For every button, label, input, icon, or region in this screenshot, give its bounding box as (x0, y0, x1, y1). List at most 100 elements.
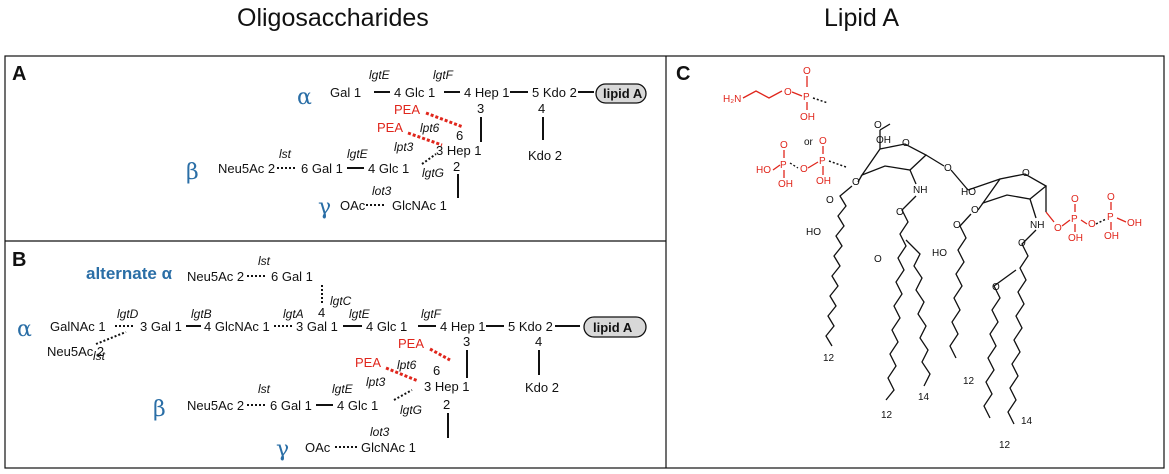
chem-o: O (944, 163, 952, 174)
lipid-a-badge (595, 83, 647, 104)
gene-lgtF-b: lgtF (421, 307, 442, 321)
chem-oh: OH (778, 179, 793, 190)
chem-o: O (803, 66, 811, 77)
chem-o: O (1018, 238, 1026, 249)
chem-o: O (1054, 223, 1062, 234)
chain-length-12d: 12 (999, 440, 1011, 451)
chem-o: O (992, 282, 1000, 293)
chem-h2n: H₂N (723, 94, 741, 105)
lipid-a-badge-b (583, 316, 647, 338)
gene-lst-b: lst (258, 382, 271, 396)
pos-2-b: 2 (443, 397, 450, 412)
node-neu5ac-left: Neu5Ac 2 (47, 344, 104, 359)
node-oac: OAc (340, 198, 366, 213)
pos-2: 2 (453, 159, 460, 174)
header-oligosaccharides: Oligosaccharides (237, 4, 429, 32)
pea-bond (425, 111, 464, 129)
chain-length-14a: 14 (918, 392, 930, 403)
bond (1080, 219, 1088, 225)
bond (828, 160, 847, 168)
chem-p: P (780, 160, 787, 171)
sugar-ring-1 (860, 143, 928, 177)
chem-o: O (784, 87, 792, 98)
chem-o: O (874, 120, 882, 131)
node-neu5ac-b: Neu5Ac 2 (187, 398, 244, 413)
chem-p: P (1071, 214, 1078, 225)
panel-a-diagram: α Gal 1 lgtE 4 Glc 1 lgtF 4 Hep 1 5 Kdo … (186, 68, 647, 220)
pos-6-b: 6 (433, 363, 440, 378)
node-gal3b: 3 Gal 1 (296, 319, 338, 334)
pea-label-b1: PEA (398, 336, 424, 351)
chem-oh: OH (816, 176, 831, 187)
pos-4: 4 (538, 101, 545, 116)
node-gal6: 6 Gal 1 (301, 161, 343, 176)
gene-lot3: lot3 (372, 184, 392, 198)
beta-label-b: β (153, 397, 166, 422)
chem-o: O (1107, 192, 1115, 203)
node-hep-mid: 3 Hep 1 (436, 143, 482, 158)
gene-lpt6-b: lpt6 (397, 358, 417, 372)
acyl-chain-6 (983, 269, 1017, 419)
node-hep4: 4 Hep 1 (440, 319, 486, 334)
panel-label-a: A (12, 63, 26, 85)
pea-chain (742, 90, 783, 99)
chain-length-12c: 12 (963, 376, 975, 387)
chem-o: O (902, 138, 910, 149)
gene-lgtA: lgtA (283, 307, 304, 321)
bond (977, 202, 984, 211)
pea-bond (429, 347, 451, 362)
node-hep: 4 Hep 1 (464, 85, 510, 100)
pea-label-b2: PEA (355, 355, 381, 370)
bond (857, 174, 863, 183)
chem-ho: HO (932, 248, 947, 259)
chem-o: O (896, 207, 904, 218)
pea-bond (407, 131, 443, 147)
chem-ho: HO (806, 227, 821, 238)
chain-length-14b: 14 (1021, 416, 1033, 427)
bond (950, 169, 969, 191)
bond (393, 389, 413, 401)
node-neu5ac-top: Neu5Ac 2 (187, 269, 244, 284)
gamma-label: γ (318, 195, 331, 220)
gene-lst-top: lst (258, 254, 271, 268)
chem-o: O (800, 164, 808, 175)
chem-nh: NH (1030, 220, 1044, 231)
bond (772, 164, 781, 171)
chem-oh: OH (1104, 231, 1119, 242)
pos-4-b: 4 (535, 334, 542, 349)
node-glc: 4 Glc 1 (394, 85, 435, 100)
acyl-chain-3 (905, 239, 931, 387)
lipid-a-label-b: lipid A (593, 320, 633, 335)
gene-lgtE-2b: lgtE (332, 382, 354, 396)
chem-ho: HO (961, 187, 976, 198)
gene-lgtF: lgtF (433, 68, 454, 82)
bond (421, 153, 437, 165)
chem-p: P (819, 156, 826, 167)
panel-label-b: B (12, 249, 26, 271)
outer-frame (4, 55, 1165, 469)
chain-length-12b: 12 (881, 410, 893, 421)
bond (812, 97, 829, 104)
gene-lgtG: lgtG (422, 166, 444, 180)
gene-lgtB: lgtB (191, 307, 212, 321)
header-lipid-a: Lipid A (824, 4, 900, 32)
bond (807, 161, 819, 169)
node-kdo2: Kdo 2 (528, 148, 562, 163)
bond (789, 162, 799, 169)
chem-p: P (1107, 212, 1114, 223)
panel-c-lipid-structure: H₂N O P O OH or HO P O OH O P O OH O O O… (723, 66, 1142, 451)
chem-oh: OH (876, 135, 891, 146)
node-glc-mid: 4 Glc 1 (368, 161, 409, 176)
bond (967, 178, 1001, 191)
alpha-label-b: α (17, 317, 32, 342)
chem-o: O (852, 177, 860, 188)
acyl-chain-5 (1007, 229, 1037, 425)
gene-lpt6: lpt6 (420, 121, 440, 135)
panel-label-c: C (676, 63, 690, 85)
acyl-chain-1 (825, 185, 853, 347)
node-glcnac: GlcNAc 1 (392, 198, 447, 213)
sugar-ring-2 (981, 173, 1048, 205)
pos-6: 6 (456, 128, 463, 143)
chain-length-12a: 12 (823, 353, 835, 364)
